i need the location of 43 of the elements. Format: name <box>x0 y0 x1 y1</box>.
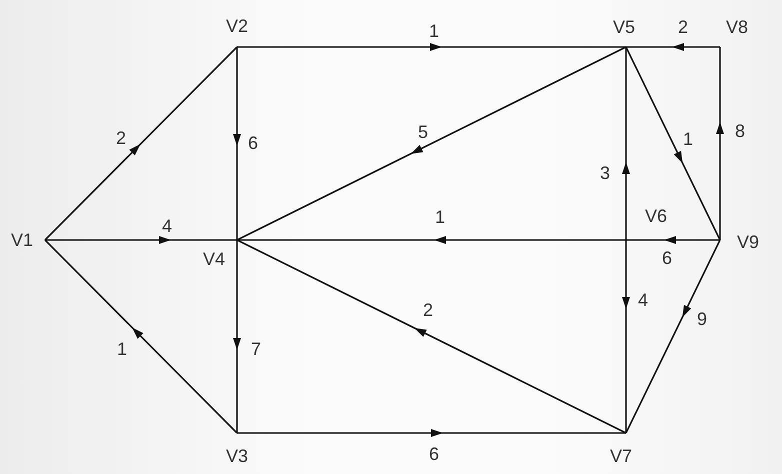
arrow <box>716 47 724 240</box>
vertex-label: V1 <box>10 231 34 249</box>
edge-weight: 7 <box>251 340 261 358</box>
arrow <box>233 47 241 240</box>
arrow <box>44 46 238 241</box>
edge-weight: 3 <box>600 164 610 182</box>
arrow <box>622 240 630 433</box>
vertex-label: V6 <box>644 207 668 225</box>
vertex-label: V5 <box>612 18 636 36</box>
edge-weight: 1 <box>429 22 439 40</box>
vertex-label: V7 <box>610 447 632 465</box>
edge-weight: 4 <box>162 217 172 235</box>
edge-weight: 5 <box>418 123 428 141</box>
edge-weight: 8 <box>735 122 745 140</box>
edge-weight: 6 <box>662 249 672 267</box>
arrow <box>44 239 238 434</box>
edge-weight: 2 <box>423 301 433 319</box>
arrow <box>237 43 626 51</box>
arrow <box>236 239 626 434</box>
arrow <box>625 46 721 240</box>
arrow <box>45 236 237 244</box>
edge-weight: 1 <box>435 208 445 226</box>
edge-weight: 4 <box>638 291 648 309</box>
arrow <box>237 429 626 437</box>
edge-weight: 2 <box>678 18 688 36</box>
arrow <box>626 43 720 51</box>
vertex-label: V4 <box>202 250 226 268</box>
edge-weight: 6 <box>429 445 439 463</box>
arrow <box>622 47 630 240</box>
edge-weight: 6 <box>248 134 258 152</box>
arrow <box>236 46 626 241</box>
arrow <box>237 236 626 244</box>
edge-weight: 1 <box>683 130 693 148</box>
vertex-label: V8 <box>726 18 748 36</box>
edge-weight: 1 <box>117 340 127 358</box>
vertex-label: V9 <box>736 233 760 251</box>
arrow <box>625 240 721 434</box>
edge-weight: 9 <box>697 310 707 328</box>
vertex-label: V3 <box>226 447 248 465</box>
arrow <box>233 240 241 433</box>
arrow <box>626 236 720 244</box>
edge-weight: 2 <box>116 129 126 147</box>
vertex-label: V2 <box>226 17 248 35</box>
